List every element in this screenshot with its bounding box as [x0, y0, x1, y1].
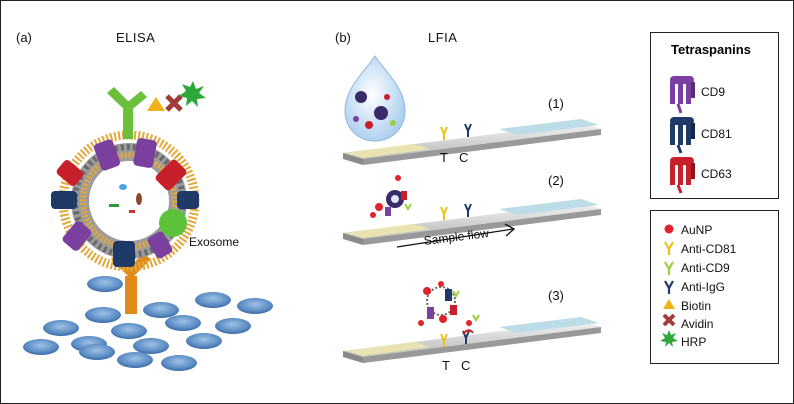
reagent-icons [660, 224, 678, 347]
hrp-marker [179, 81, 206, 107]
panel-a-title: ELISA [116, 30, 156, 45]
green-antibody-icon [664, 261, 674, 275]
cd63-icon [670, 157, 695, 194]
legend-anti-cd9-label: Anti-CD9 [681, 261, 730, 275]
membrane-tetraspanins [51, 138, 199, 267]
legend-avidin-label: Avidin [681, 317, 714, 331]
red-dot-icon [664, 224, 674, 234]
legend-cd81-label: CD81 [701, 127, 732, 141]
legend-hrp-label: HRP [681, 335, 707, 349]
strip-1-test-label: T [440, 150, 448, 165]
panel-b-title: LFIA [428, 30, 458, 45]
legend-tetraspanins-title: Tetraspanins [671, 42, 751, 57]
panel-b-letter: (b) [335, 30, 351, 45]
cd81-icon [670, 117, 695, 154]
sample-flow-arrow [396, 223, 516, 248]
legend-tetraspanins: Tetraspanins [650, 32, 779, 199]
avidin-marker [165, 94, 183, 112]
legend-aunp-label: AuNP [681, 223, 713, 237]
exosome-complex-step-2 [370, 175, 412, 218]
step-2-label: (2) [548, 173, 564, 188]
orange-triangle-icon [663, 299, 675, 309]
strip-1-control-label: C [459, 150, 469, 165]
yellow-antibody-icon [664, 241, 674, 255]
strip-2-line-marks [440, 203, 472, 220]
lfia-strip-2 [343, 199, 601, 245]
red-cross-icon [662, 313, 676, 327]
detection-antibody [107, 87, 165, 139]
panel-a-letter: (a) [16, 30, 32, 45]
legend-anti-cd81-label: Anti-CD81 [681, 242, 737, 256]
cd9-icon [670, 76, 695, 114]
strip-3-line-marks [440, 329, 474, 347]
exosome-complex-step-3 [418, 281, 480, 326]
lfia-strip-1 [343, 119, 601, 165]
step-1-label: (1) [548, 96, 564, 111]
strip-1-line-marks [440, 123, 472, 140]
lfia-strip-3 [343, 317, 601, 363]
green-star-icon [660, 330, 678, 347]
exosome-label: Exosome [189, 235, 240, 249]
legend-reagents: AuNP Anti-CD81 Anti-CD9 Anti-IgG Biotin … [650, 210, 779, 364]
sample-droplet [344, 55, 406, 142]
legend-cd9-label: CD9 [701, 85, 726, 99]
strip-3-test-label: T [442, 358, 450, 373]
elisa-plate-wells [23, 276, 273, 371]
strip-3-control-label: C [461, 358, 471, 373]
legend-anti-igg-label: Anti-IgG [681, 280, 726, 294]
legend-cd63-label: CD63 [701, 167, 732, 181]
navy-antibody-icon [664, 280, 674, 294]
legend-biotin-label: Biotin [681, 299, 712, 313]
step-3-label: (3) [548, 288, 564, 303]
tetraspanin-icons [670, 76, 695, 194]
